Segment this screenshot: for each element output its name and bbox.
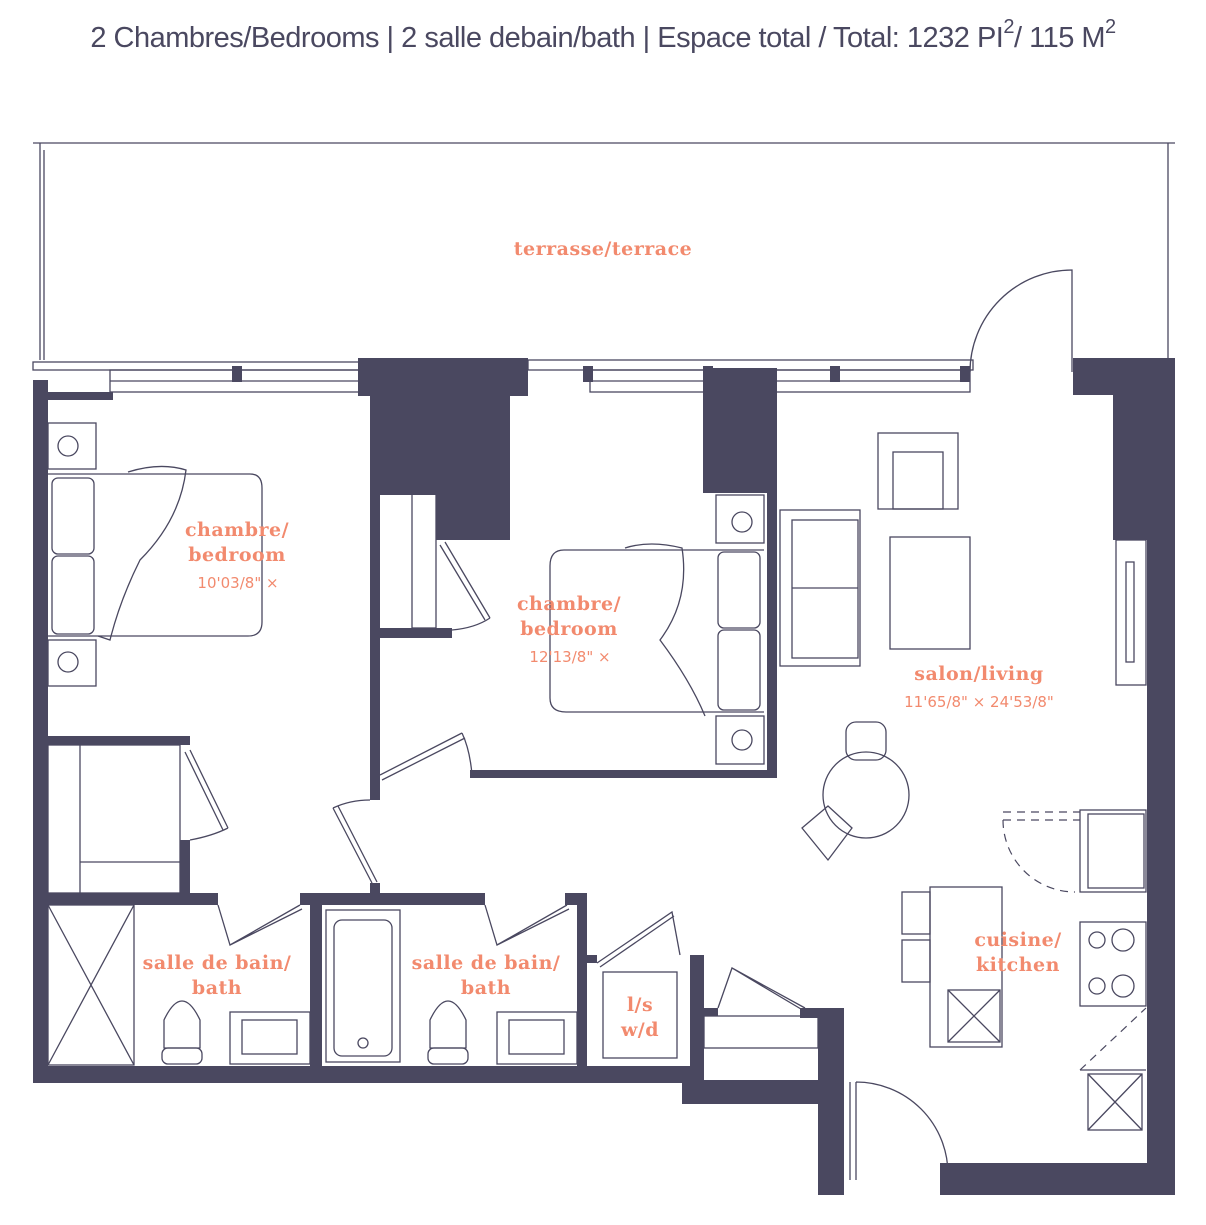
dim-living: 11'65/8" × 24'53/8" (904, 693, 1054, 711)
label-bedroom2: chambre/ (517, 593, 621, 615)
label-laundry-2: w/d (620, 1019, 659, 1041)
terrace (33, 142, 1175, 373)
label-living: salon/living (914, 663, 1043, 685)
label-bath2-2: bath (461, 977, 511, 999)
doors (184, 541, 1080, 1180)
label-laundry: l/s (627, 994, 653, 1016)
dim-bedroom2: 12'13/8" × (529, 648, 610, 666)
label-bath2: salle de bain/ (412, 952, 561, 974)
title-text-2: / 115 M (1013, 22, 1106, 54)
dim-bedroom1: 10'03/8" × (197, 574, 278, 592)
page-title: 2 Chambres/Bedrooms | 2 salle debain/bat… (0, 16, 1206, 55)
label-bedroom1: chambre/ (185, 519, 289, 541)
label-bath1-2: bath (192, 977, 242, 999)
label-kitchen: cuisine/ (974, 929, 1061, 951)
label-bedroom2-2: bedroom (520, 618, 618, 640)
furniture (47, 422, 1147, 1131)
title-sup-2: 2 (1105, 16, 1116, 38)
label-terrace: terrasse/terrace (514, 238, 692, 260)
title-sup: 2 (1003, 16, 1014, 38)
label-kitchen-2: kitchen (976, 954, 1060, 976)
label-bedroom1-2: bedroom (188, 544, 286, 566)
walls (33, 358, 1175, 1195)
label-bath1: salle de bain/ (143, 952, 292, 974)
title-text: 2 Chambres/Bedrooms | 2 salle debain/bat… (90, 22, 1004, 54)
